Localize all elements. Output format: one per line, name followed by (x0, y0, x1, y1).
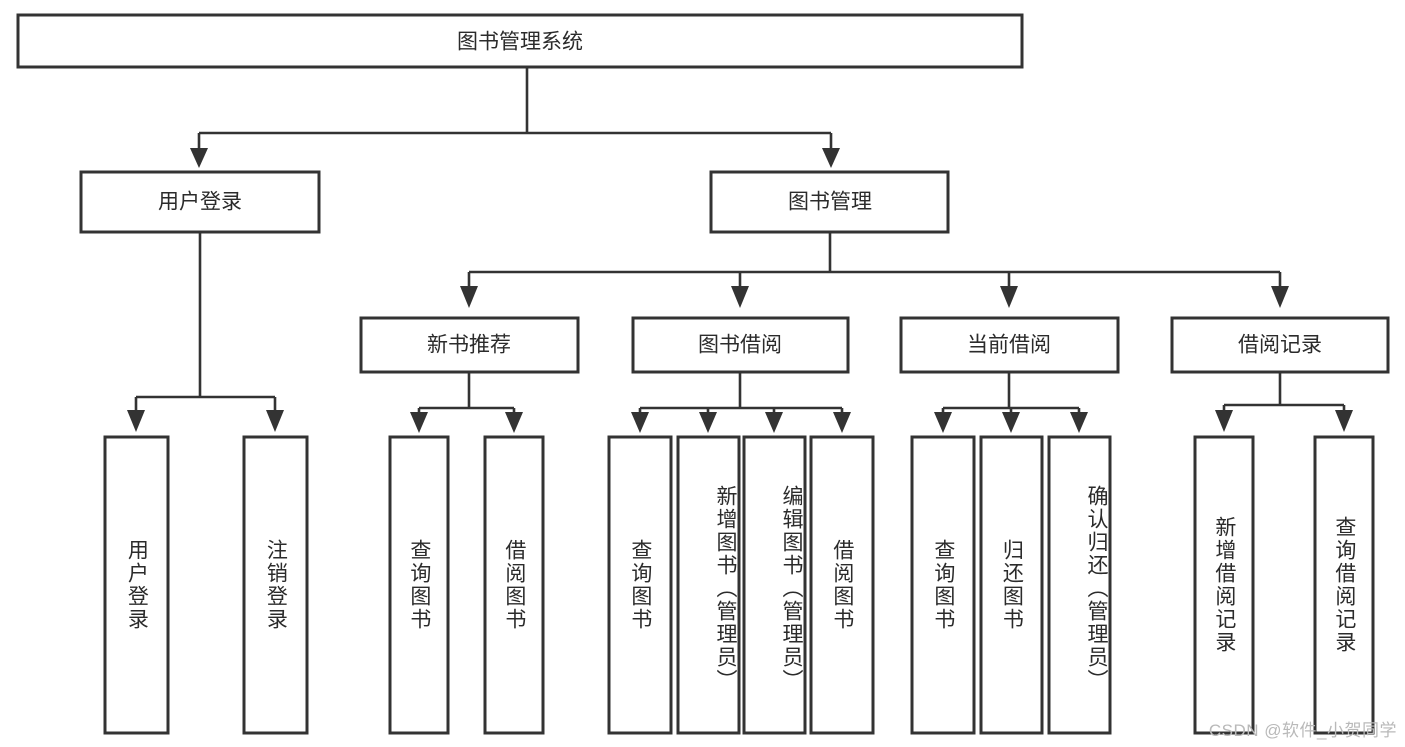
watermark-text: CSDN @软件_小贺同学 (1208, 721, 1397, 740)
node-borrow-record[interactable]: 借阅记录 (1170, 316, 1390, 374)
connector-user-login-leaves (127, 232, 284, 432)
leaf-box-current-borrow-1[interactable] (979, 435, 1044, 735)
node-root-label: 图书管理系统 (457, 31, 583, 54)
node-new-book-recommend-label: 新书推荐 (427, 334, 511, 357)
leaf-box-new-book-1[interactable] (483, 435, 545, 735)
node-root[interactable]: 图书管理系统 (16, 13, 1024, 69)
node-user-login[interactable]: 用户登录 (79, 170, 321, 234)
node-current-borrow-label: 当前借阅 (967, 334, 1051, 357)
node-book-borrow-label: 图书借阅 (698, 334, 782, 357)
leaf-box-current-borrow-2[interactable] (1047, 435, 1112, 735)
leaf-box-user-login-0[interactable] (103, 435, 170, 735)
leaf-box-borrow-record-0[interactable] (1193, 435, 1255, 735)
connector-book-management-to-level2 (460, 232, 1289, 308)
leaf-box-new-book-0[interactable] (388, 435, 450, 735)
leaf-box-book-borrow-3[interactable] (809, 435, 875, 735)
node-book-borrow[interactable]: 图书借阅 (631, 316, 850, 374)
leaf-box-book-borrow-2[interactable] (742, 435, 807, 735)
leaf-box-user-login-1[interactable] (242, 435, 309, 735)
leaf-box-borrow-record-1[interactable] (1313, 435, 1375, 735)
node-user-login-label: 用户登录 (158, 191, 242, 214)
connector-book-borrow-leaves (631, 372, 851, 433)
connector-borrow-record-leaves (1215, 372, 1353, 432)
leaf-box-current-borrow-0[interactable] (910, 435, 976, 735)
node-current-borrow[interactable]: 当前借阅 (899, 316, 1120, 374)
connector-root-to-level1 (190, 67, 840, 168)
leaf-box-book-borrow-1[interactable] (676, 435, 741, 735)
node-borrow-record-label: 借阅记录 (1238, 334, 1322, 357)
leaf-box-book-borrow-0[interactable] (607, 435, 673, 735)
node-book-management[interactable]: 图书管理 (709, 170, 950, 234)
node-new-book-recommend[interactable]: 新书推荐 (359, 316, 580, 374)
connector-new-book-recommend-leaves (410, 372, 523, 433)
connector-current-borrow-leaves (934, 372, 1088, 433)
node-book-management-label: 图书管理 (788, 191, 872, 214)
